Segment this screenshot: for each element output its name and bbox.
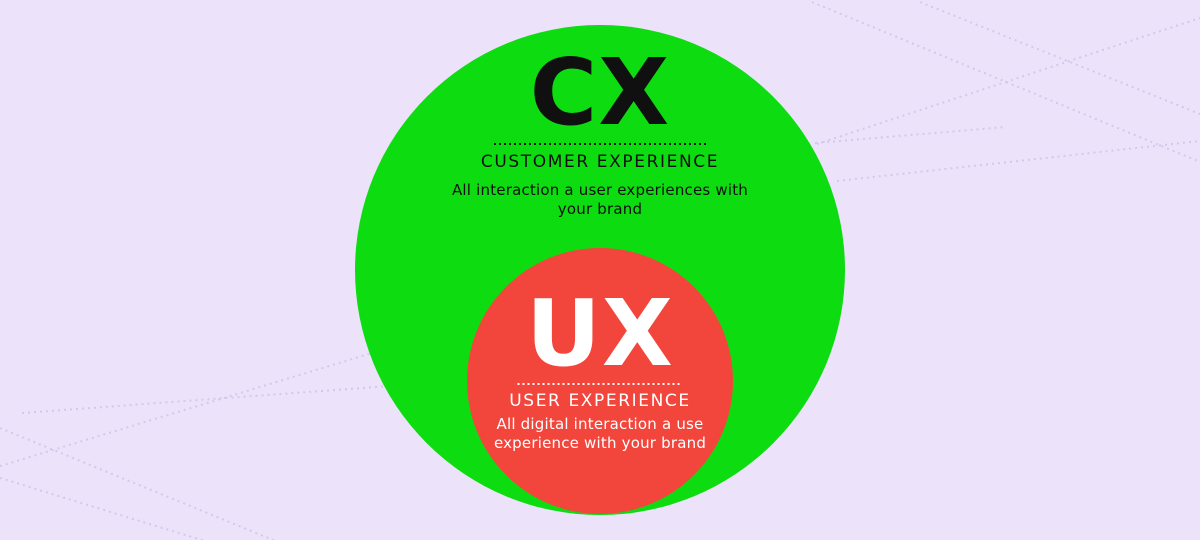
dotted-line (0, 477, 206, 540)
cx-dotted-divider (494, 143, 706, 146)
ux-dotted-divider (517, 383, 683, 386)
cx-title: CUSTOMER EXPERIENCE (480, 152, 720, 172)
ux-abbr-heading: UX (526, 280, 674, 387)
dotted-line (836, 139, 1200, 182)
ux-title: USER EXPERIENCE (509, 391, 691, 411)
dotted-line (21, 385, 388, 414)
cx-description: All interaction a user experiences with … (451, 181, 749, 218)
dotted-line (0, 427, 278, 540)
ux-circle: UX USER EXPERIENCE All digital interacti… (467, 248, 733, 514)
dotted-line (919, 1, 1200, 116)
cx-abbr-heading: CX (529, 39, 671, 146)
ux-description: All digital interaction a use experience… (493, 415, 707, 452)
